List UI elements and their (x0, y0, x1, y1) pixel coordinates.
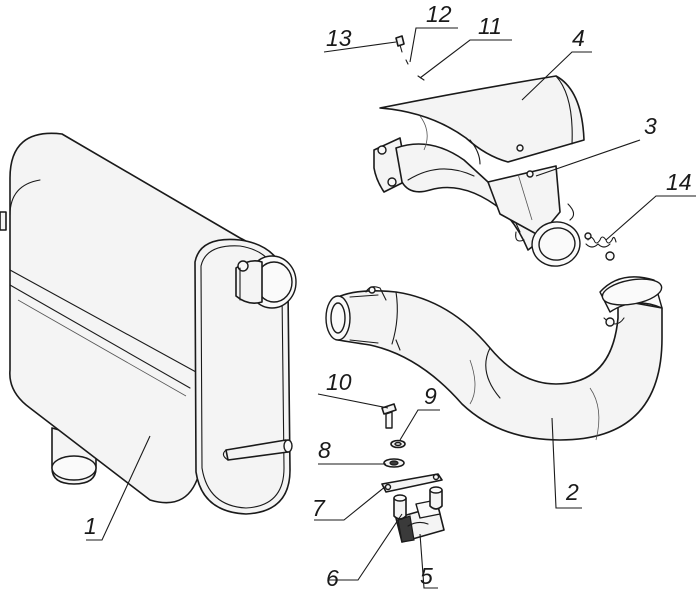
callout-5: 5 (420, 563, 433, 589)
part-5-clamp-bracket (395, 499, 445, 543)
part-14-spring (584, 232, 617, 261)
callout-1: 1 (84, 513, 97, 539)
part-10-bolt (381, 403, 397, 429)
callout-6: 6 (326, 565, 339, 591)
leader-lines (86, 27, 696, 589)
part-12-spring-clip (405, 59, 409, 65)
part-13-screw (395, 35, 405, 53)
callout-9: 9 (424, 383, 437, 409)
callout-10: 10 (326, 369, 352, 395)
callout-7: 7 (312, 495, 326, 521)
callout-11: 11 (478, 13, 502, 39)
callout-3: 3 (644, 113, 657, 139)
callout-12: 12 (426, 1, 452, 27)
part-6-bushings (393, 486, 443, 520)
callout-labels: 1 2 3 4 5 6 7 8 9 10 11 12 13 14 (84, 1, 692, 591)
callout-4: 4 (572, 25, 585, 51)
part-11-pin (417, 75, 425, 81)
part-8-nut (383, 458, 405, 468)
part-4-heat-shield (379, 75, 585, 165)
callout-13: 13 (326, 25, 352, 51)
part-9-washer (390, 439, 406, 449)
part-2-lower-pipe (325, 276, 663, 441)
callout-2: 2 (565, 479, 579, 505)
callout-14: 14 (666, 169, 692, 195)
part-3-upper-pipe (373, 137, 581, 267)
part-1-muffler (0, 132, 297, 515)
part-7-strap (381, 473, 443, 493)
callout-8: 8 (318, 437, 331, 463)
